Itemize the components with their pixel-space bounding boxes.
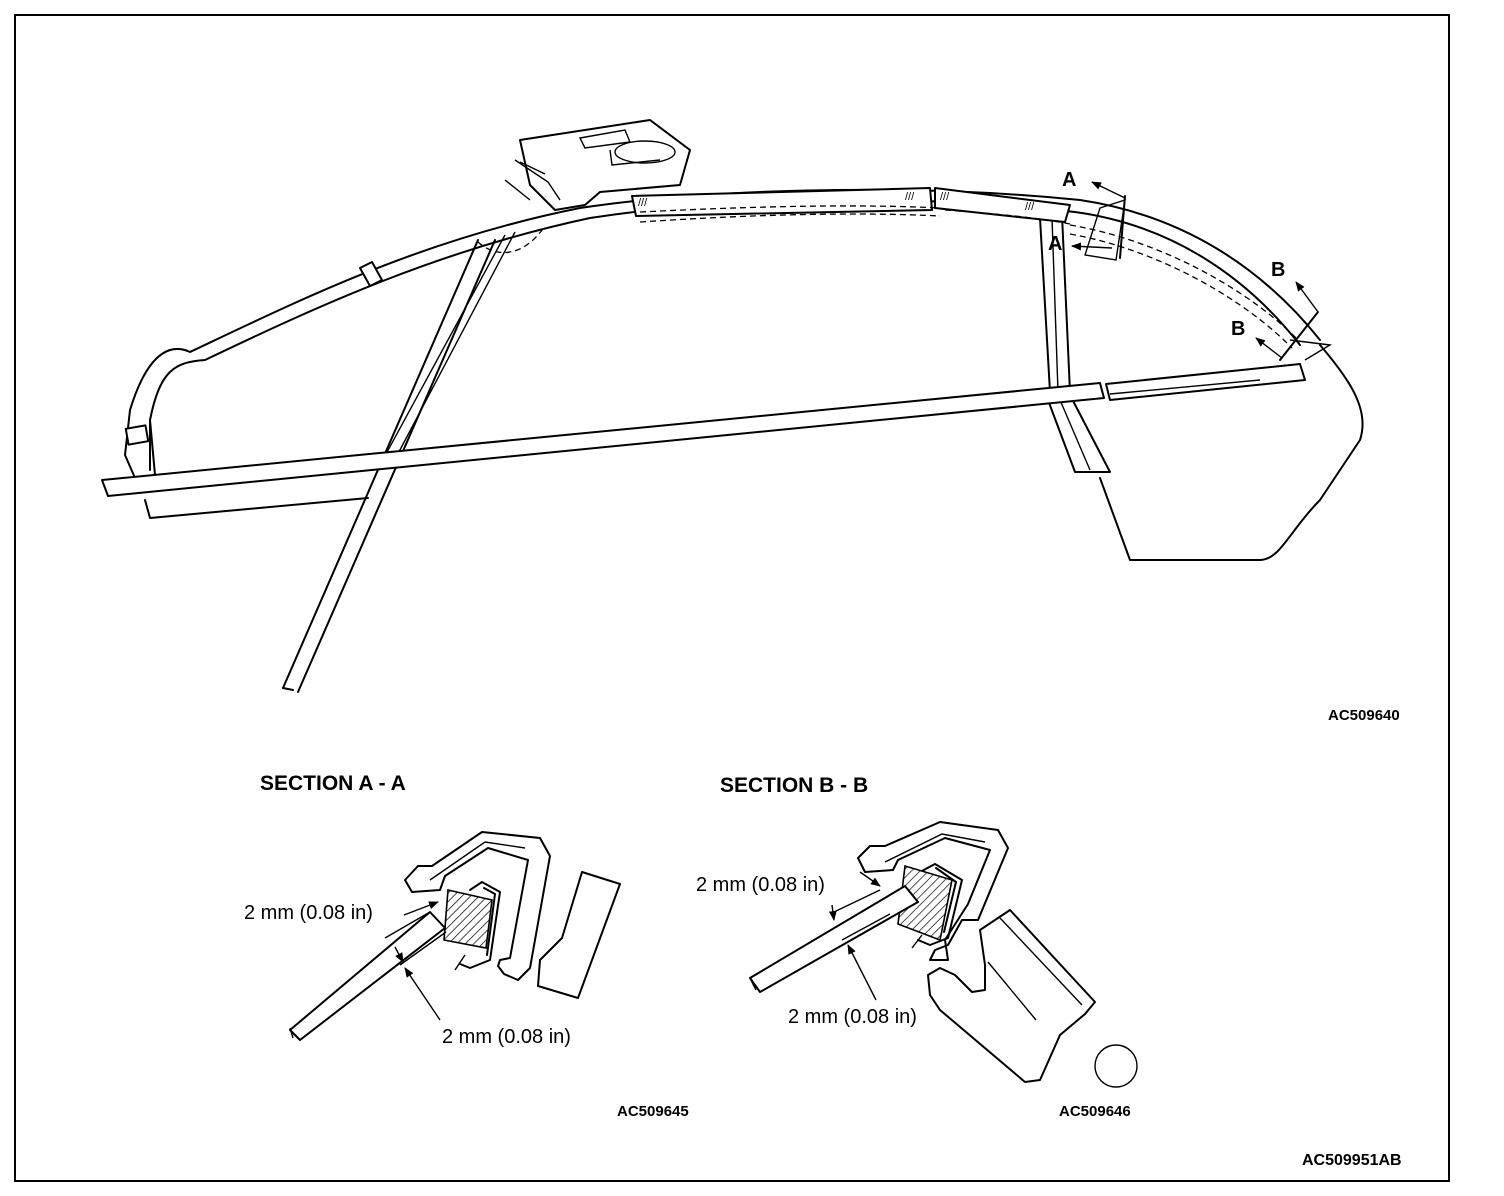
bb-dim-upper: 2 mm (0.08 in) xyxy=(696,874,825,896)
section-bb: SECTION B - B 2 mm (0.08 in) 2 mm (0.08 … xyxy=(696,774,1138,1120)
aa-dim-lower: 2 mm (0.08 in) xyxy=(442,1026,571,1048)
section-bb-title: SECTION B - B xyxy=(720,774,868,797)
main-view-code: AC509640 xyxy=(1328,707,1400,724)
figure-code: AC509951AB xyxy=(1302,1152,1402,1169)
svg-text:///: /// xyxy=(940,191,950,203)
arrow-a-bottom-label: A xyxy=(1048,233,1062,255)
svg-text:///: /// xyxy=(905,191,915,203)
bb-dim-lower: 2 mm (0.08 in) xyxy=(788,1006,917,1028)
svg-text:///: /// xyxy=(1025,201,1035,213)
arrow-b-top-label: B xyxy=(1271,259,1285,281)
section-aa-code: AC509645 xyxy=(617,1103,689,1120)
arrow-b-bottom-label: B xyxy=(1231,318,1245,340)
arrow-a-top-label: A xyxy=(1062,169,1076,191)
section-bb-code: AC509646 xyxy=(1059,1103,1131,1120)
section-aa: SECTION A - A 2 mm (0.08 in) 2 mm (0.08 … xyxy=(244,772,689,1120)
main-view: /// /// /// /// A A B B AC509640 xyxy=(101,119,1400,724)
fastener-hole xyxy=(1094,1044,1138,1088)
aa-dim-upper: 2 mm (0.08 in) xyxy=(244,902,373,924)
svg-text:///: /// xyxy=(638,197,648,209)
section-aa-title: SECTION A - A xyxy=(260,772,406,795)
